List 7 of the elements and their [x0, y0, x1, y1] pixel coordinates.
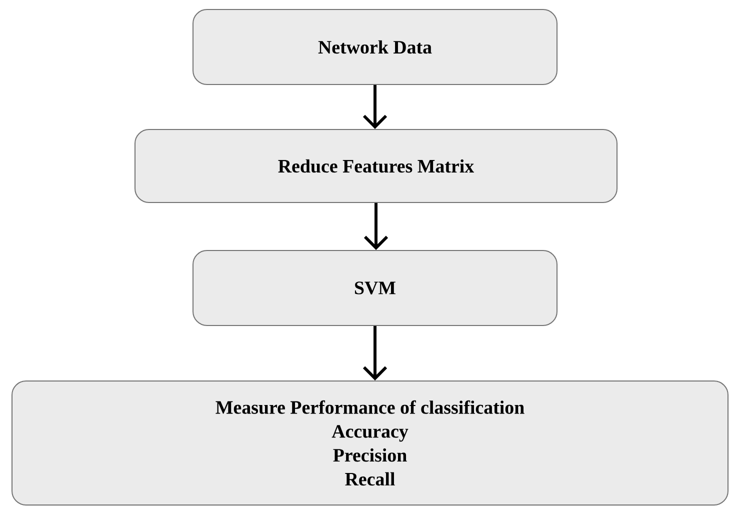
process-box: Measure Performance of classification Accuracy Precision Recall: [12, 380, 728, 506]
arrow: [364, 203, 388, 250]
arrow: [362, 85, 388, 129]
arrow: [362, 326, 388, 380]
process-box: Network Data: [192, 9, 558, 85]
process-box: SVM: [192, 250, 558, 326]
process-box: Reduce Features Matrix: [134, 129, 618, 203]
